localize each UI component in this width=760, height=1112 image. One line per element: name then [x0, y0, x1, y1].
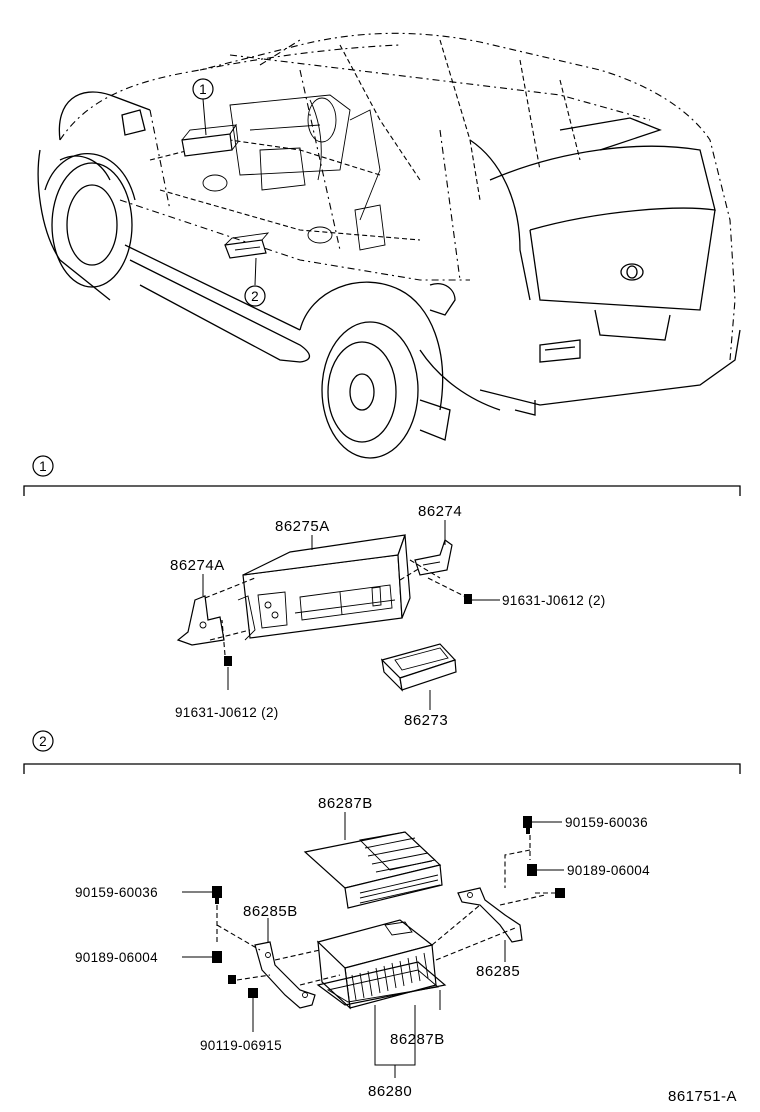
bolt-90159-left — [182, 886, 222, 904]
screw-91631-left — [224, 656, 232, 690]
svg-text:1: 1 — [39, 459, 47, 474]
bracket-86285 — [457, 887, 523, 943]
cover-86287B-top — [303, 812, 443, 909]
label-86287B-bottom: 86287B — [390, 1031, 445, 1048]
label-90159-right: 90159-60036 — [565, 815, 648, 830]
screw-small-right — [555, 888, 565, 898]
label-91631-left: 91631-J0612 (2) — [175, 705, 279, 720]
bracket-86274A — [176, 595, 256, 646]
screw-90119 — [248, 988, 258, 1032]
screw-91631-right — [464, 594, 500, 604]
nut-90189-right — [527, 864, 564, 876]
screw-small-left — [228, 975, 236, 984]
svg-text:1: 1 — [199, 82, 207, 97]
label-90189-left: 90189-06004 — [75, 950, 158, 965]
label-90119: 90119-06915 — [200, 1038, 282, 1053]
svg-text:2: 2 — [39, 734, 47, 749]
unit-86273 — [380, 643, 457, 710]
svg-text:2: 2 — [251, 289, 259, 304]
bolt-90159-right — [523, 816, 562, 834]
label-86285B: 86285B — [243, 903, 298, 920]
cd-changer-86275A — [242, 534, 411, 639]
label-86275A: 86275A — [275, 518, 330, 535]
label-90159-left: 90159-60036 — [75, 885, 158, 900]
label-86273: 86273 — [404, 712, 448, 729]
section-1-header: 1 — [23, 455, 741, 496]
label-86274A: 86274A — [170, 557, 225, 574]
bracket-86285B — [254, 941, 316, 1009]
cover-86287B-bottom — [316, 961, 447, 1010]
vehicle-callout-1: 1 — [192, 78, 214, 100]
figure-code: 861751-A — [668, 1088, 737, 1105]
vehicle-illustration — [37, 32, 741, 459]
label-86274: 86274 — [418, 503, 462, 520]
vehicle-callout-2: 2 — [244, 285, 266, 307]
label-86285: 86285 — [476, 963, 520, 980]
label-86287B-top: 86287B — [318, 795, 373, 812]
section-2-header: 2 — [23, 730, 741, 774]
label-86280: 86280 — [368, 1083, 412, 1100]
label-90189-right: 90189-06004 — [567, 863, 650, 878]
bracket-86274 — [414, 539, 453, 576]
nut-90189-left — [182, 951, 222, 963]
label-91631-right: 91631-J0612 (2) — [502, 593, 606, 608]
